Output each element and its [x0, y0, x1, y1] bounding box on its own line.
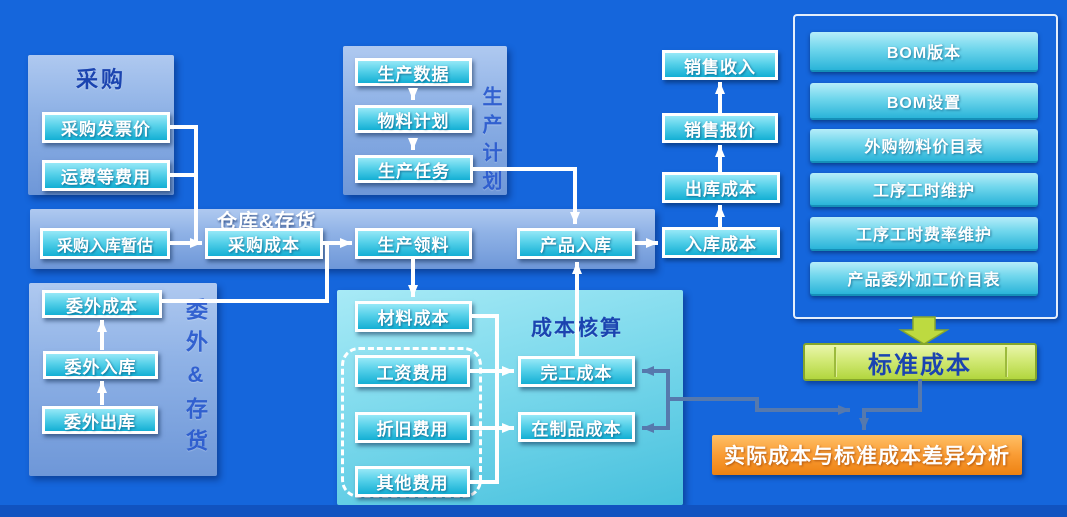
- node-purchase-receipt-estimate: 采购入库暂估: [40, 228, 170, 259]
- node-product-receipt: 产品入库: [517, 228, 635, 259]
- node-purchase-invoice-price: 采购发票价: [42, 112, 170, 143]
- outsourcing-panel-title: 委外&存货: [183, 298, 208, 461]
- node-production-task: 生产任务: [355, 155, 473, 183]
- node-variance-analysis: 实际成本与标准成本差异分析: [712, 435, 1022, 475]
- bom-item-process-hours-maintenance: 工序工时维护: [810, 173, 1038, 207]
- node-sales-quotation: 销售报价: [662, 113, 778, 143]
- node-wage-expense: 工资费用: [355, 355, 470, 387]
- node-purchase-cost: 采购成本: [205, 228, 323, 259]
- node-other-expense: 其他费用: [355, 466, 470, 497]
- node-wip-cost: 在制品成本: [518, 412, 635, 442]
- node-outsourcing-issue: 委外出库: [42, 406, 158, 434]
- node-issue-cost: 出库成本: [662, 172, 780, 203]
- node-depreciation-expense: 折旧费用: [355, 412, 470, 443]
- procurement-panel-title: 采购: [75, 67, 126, 92]
- node-outsourcing-cost: 委外成本: [42, 290, 162, 318]
- node-receipt-cost: 入库成本: [662, 227, 780, 258]
- edge-actual-to-junction: [666, 397, 850, 415]
- production-plan-panel-title: 生产计划: [479, 86, 501, 198]
- node-outsourcing-receipt: 委外入库: [43, 351, 158, 379]
- bom-item-purchased-material-price-list: 外购物料价目表: [810, 129, 1038, 163]
- bom-to-standard-cost-block-arrow: [898, 316, 950, 345]
- standard-cost-divider-right: [1005, 347, 1007, 377]
- standard-cost-label: 标准成本: [868, 351, 972, 379]
- edge-standard-to-variance: [859, 379, 922, 430]
- warehouse-panel-title: 仓库&存货: [217, 211, 317, 233]
- bom-item-outsourced-processing-price-list: 产品委外加工价目表: [810, 262, 1038, 296]
- node-production-data: 生产数据: [355, 58, 472, 86]
- node-freight-expenses: 运费等费用: [42, 160, 170, 191]
- node-sales-revenue: 销售收入: [662, 50, 778, 80]
- bottom-band: [0, 505, 1067, 517]
- bom-item-bom-setting: BOM设置: [810, 83, 1038, 120]
- standard-cost-divider-left: [834, 347, 836, 377]
- bom-item-process-hour-rate-maintenance: 工序工时费率维护: [810, 217, 1038, 251]
- node-production-picking: 生产领料: [355, 228, 472, 259]
- costing-panel-title: 成本核算: [531, 317, 623, 340]
- node-standard-cost: 标准成本: [803, 343, 1037, 381]
- bom-item-bom-version: BOM版本: [810, 32, 1038, 72]
- node-finished-cost: 完工成本: [518, 356, 635, 387]
- node-material-plan: 物料计划: [355, 105, 472, 133]
- node-material-cost: 材料成本: [355, 301, 472, 332]
